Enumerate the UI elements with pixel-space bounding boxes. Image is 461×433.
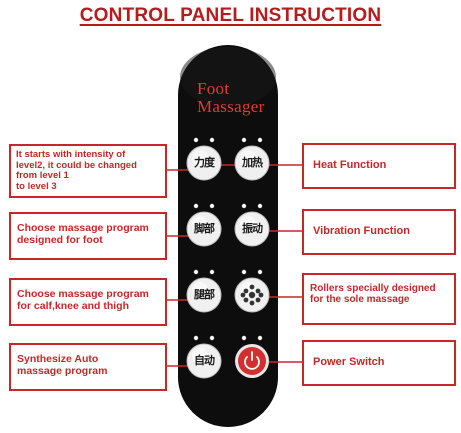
power-icon (244, 356, 260, 370)
callout-rollers-line1: Rollers specially designed (310, 283, 436, 294)
leg-program-button-highlight (192, 282, 208, 298)
page-title: CONTROL PANEL INSTRUCTION (79, 5, 382, 26)
heat-button-highlight (240, 150, 256, 166)
callout-rollers: Rollers specially designed for the sole … (302, 273, 456, 325)
intensity-indicator-dot-left (193, 137, 199, 143)
callout-foot-program: Choose massage program designed for foot (9, 212, 167, 260)
remote-body (178, 45, 278, 427)
auto-button-glyph: 自动 (194, 354, 215, 367)
callout-rollers-line2: for the sole massage (310, 294, 410, 306)
auto-indicator-dot-left (193, 335, 199, 341)
vibration-indicator-dot-right (257, 203, 263, 209)
rollers-indicator-dot-right (257, 269, 263, 275)
power-indicator-dot-right (257, 335, 263, 341)
intensity-button-highlight (192, 150, 208, 166)
callout-leg-program-line2: for calf,knee and thigh (17, 299, 130, 312)
vibration-button-highlight (240, 216, 256, 232)
remote-label-line1: Foot (197, 79, 230, 98)
auto-button-highlight (192, 348, 208, 364)
callout-intensity: It starts with intensity of level2, it c… (9, 144, 167, 198)
callout-leg-program: Choose massage program for calf,knee and… (9, 278, 167, 326)
callout-vibration-line1: Vibration Function (313, 225, 410, 237)
foot-program-indicator-dot-left (193, 203, 199, 209)
callout-auto: Synthesize Auto massage program (9, 343, 167, 391)
heat-button-glyph: 加热 (242, 156, 263, 169)
callout-intensity-line2: level2, it could be changed (16, 159, 137, 171)
callout-auto-line1: Synthesize Auto (17, 353, 99, 365)
foot-program-button-highlight (192, 216, 208, 232)
callout-power: Power Switch (302, 340, 456, 386)
heat-indicator-dot-right (257, 137, 263, 143)
intensity-button-glyph: 力度 (194, 156, 215, 169)
vibration-indicator-dot-left (241, 203, 247, 209)
callout-vibration: Vibration Function (302, 209, 456, 255)
foot-program-indicator-dot-right (209, 203, 215, 209)
rollers-icon-dot (249, 300, 255, 306)
power-indicator-dot-left (241, 335, 247, 341)
rollers-icon-dot (255, 297, 261, 303)
callout-intensity-line1: It starts with intensity of (16, 149, 126, 160)
foot-program-button-glyph: 脚部 (194, 222, 215, 235)
leg-program-indicator-dot-left (193, 269, 199, 275)
callout-foot-program-line2: designed for foot (17, 233, 103, 246)
callout-auto-line2: massage program (17, 364, 108, 377)
rollers-icon-dot (243, 297, 249, 303)
leg-program-indicator-dot-right (209, 269, 215, 275)
callout-intensity-line4: to level 3 (16, 180, 57, 192)
rollers-icon-dot (243, 288, 249, 294)
callout-foot-program-line1: Choose massage program (17, 222, 149, 234)
remote-top-shade (180, 47, 276, 107)
rollers-icon-dot (258, 292, 264, 298)
callout-heat: Heat Function (302, 143, 456, 189)
remote-label-line2: Massager (197, 97, 265, 117)
intensity-indicator-dot-right (209, 137, 215, 143)
rollers-icon-dot (249, 284, 255, 290)
power-button-face[interactable] (238, 347, 266, 375)
rollers-icon-dot (255, 288, 261, 294)
rollers-icon-dot (248, 291, 256, 299)
callout-leg-program-line1: Choose massage program (17, 288, 149, 300)
rollers-indicator-dot-left (241, 269, 247, 275)
leg-program-button-glyph: 腿部 (194, 288, 215, 301)
button-layer (186, 137, 270, 379)
vibration-button-glyph: 振动 (242, 222, 263, 235)
heat-indicator-dot-left (241, 137, 247, 143)
callout-heat-line1: Heat Function (313, 159, 387, 171)
callout-intensity-line3: from level 1 (16, 170, 69, 182)
callout-power-line1: Power Switch (313, 356, 385, 368)
remote-label: Foot Massager (197, 79, 265, 117)
rollers-icon-dot (240, 292, 246, 298)
auto-indicator-dot-right (209, 335, 215, 341)
